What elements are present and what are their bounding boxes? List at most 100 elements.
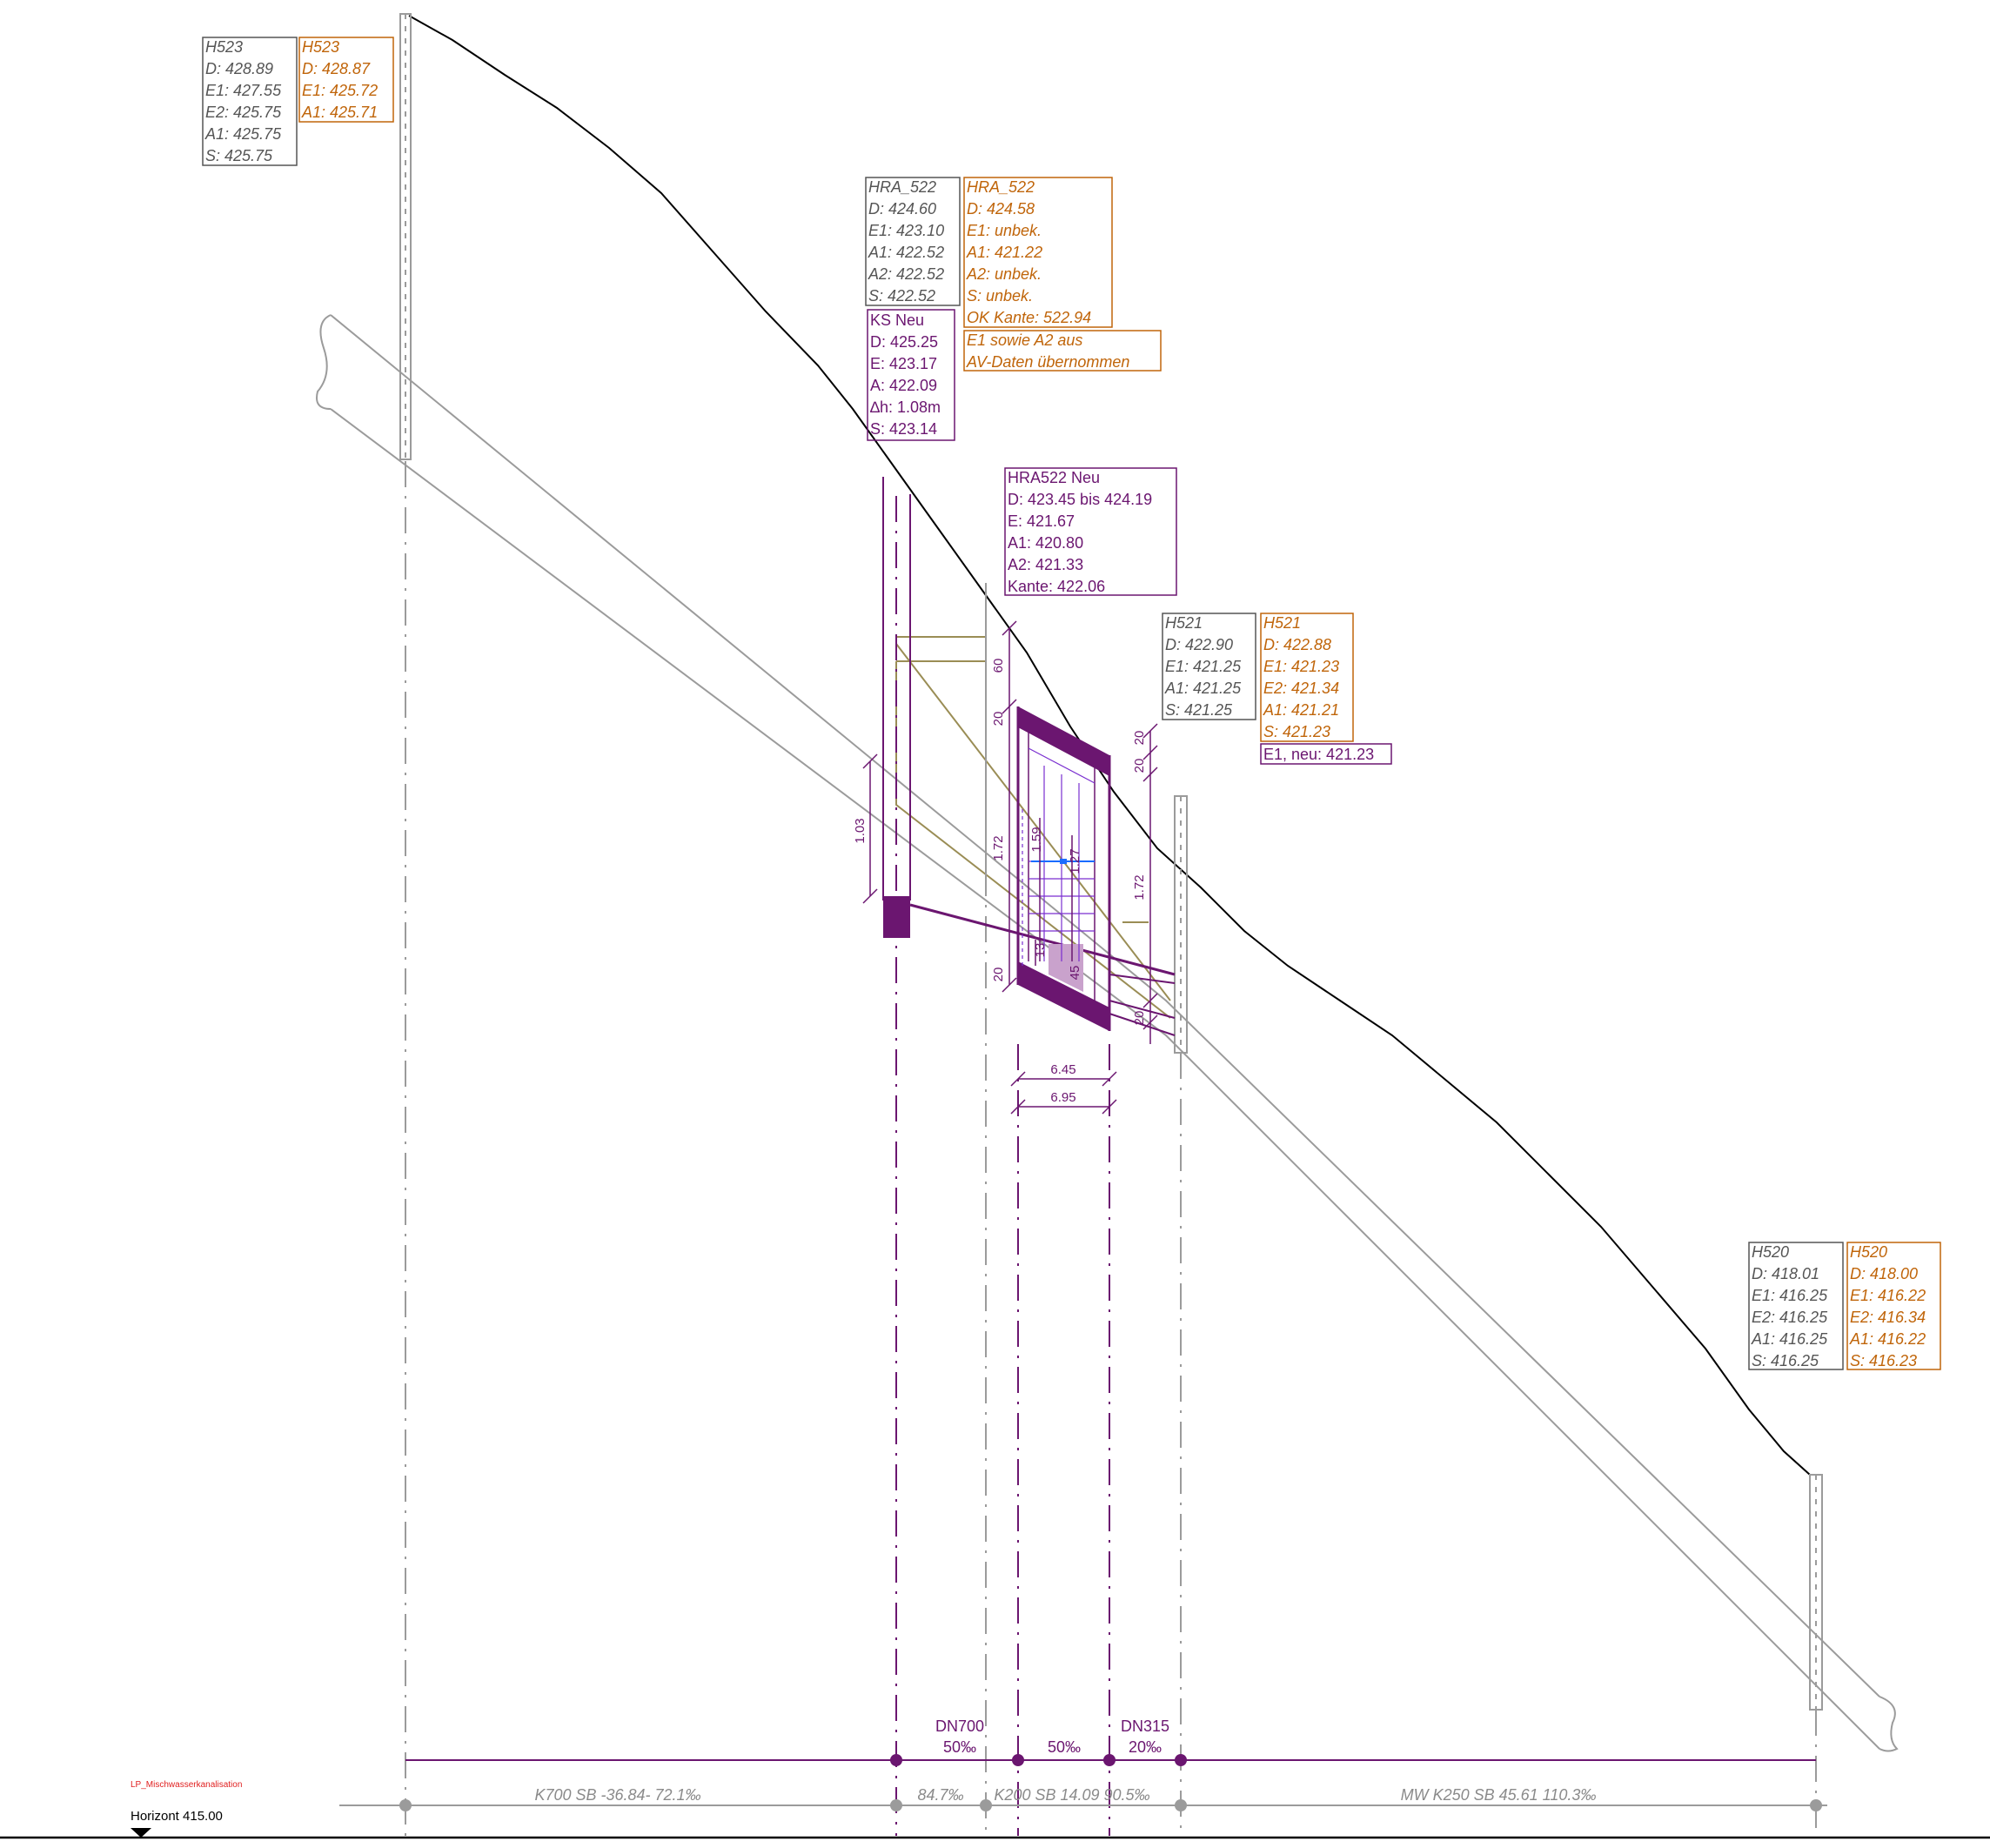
existing-segments-band: K700 SB -36.84- 72.1‰ 84.7‰ K200 SB 14.0…: [339, 1786, 1827, 1811]
label-line: A1: 421.21: [1263, 701, 1339, 719]
label-line: S: 422.52: [868, 287, 935, 305]
pipe-dn700: DN700: [935, 1717, 984, 1735]
existing-pipe: [316, 314, 1899, 1752]
label-h521-old: H521 D: 422.90 E1: 421.25 A1: 421.25 S: …: [1162, 613, 1256, 720]
label-line: D: 428.89: [205, 60, 273, 77]
label-line: E1: 427.55: [205, 82, 282, 99]
label-hra522-new: HRA_522 D: 424.58 E1: unbek. A1: 421.22 …: [963, 177, 1113, 328]
pipe-slope-3: 20‰: [1129, 1738, 1162, 1756]
label-line: Kante: 422.06: [1008, 578, 1105, 595]
label-line: E1: 421.25: [1165, 658, 1242, 675]
label-h523-old: H523 D: 428.89 E1: 427.55 E2: 425.75 A1:…: [202, 37, 298, 166]
label-line: A1: 421.25: [1164, 680, 1242, 697]
dim-6-95: 6.95: [1050, 1090, 1075, 1105]
label-h523-new: H523 D: 428.87 E1: 425.72 A1: 425.71: [298, 37, 394, 123]
label-line: A1: 425.71: [301, 104, 378, 121]
label-line: E1: unbek.: [967, 222, 1042, 239]
label-line: KS Neu: [870, 311, 924, 329]
dim-1-59: 1.59: [1029, 827, 1044, 852]
segment-4: MW K250 SB 45.61 110.3‰: [1401, 1786, 1597, 1804]
label-line: D: 424.60: [868, 200, 936, 218]
label-line: D: 418.00: [1850, 1265, 1918, 1282]
label-line: E1 sowie A2 aus: [967, 331, 1082, 349]
label-line: A2: 422.52: [868, 265, 944, 283]
label-line: S: 416.25: [1752, 1352, 1819, 1369]
label-line: A1: 420.80: [1008, 534, 1083, 552]
label-line: HRA_522: [868, 178, 936, 196]
dim-1-03: 1.03: [853, 818, 868, 843]
dim-1-72-left: 1.72: [991, 835, 1006, 860]
label-hra522-note: E1 sowie A2 aus AV-Daten übernommen: [963, 330, 1162, 372]
horizon-label: Horizont 415.00: [131, 1809, 223, 1824]
label-line: H523: [302, 38, 339, 56]
label-line: E1: 416.25: [1752, 1287, 1828, 1304]
label-line: S: 416.23: [1850, 1352, 1917, 1369]
label-line: A2: unbek.: [966, 265, 1042, 283]
label-line: A: 422.09: [870, 377, 937, 394]
dim-20-top: 20: [991, 712, 1006, 726]
label-line: H520: [1850, 1243, 1887, 1261]
label-line: A1: 422.52: [868, 244, 944, 261]
label-line: H523: [205, 38, 243, 56]
label-line: E: 421.67: [1008, 512, 1075, 530]
label-line: E2: 425.75: [205, 104, 282, 121]
dim-1-72-right: 1.72: [1132, 874, 1147, 900]
label-line: H521: [1263, 614, 1301, 632]
label-line: E1: 423.10: [868, 222, 944, 239]
label-line: D: 425.25: [870, 333, 938, 351]
label-h521-e1-neu: E1, neu: 421.23: [1260, 743, 1392, 765]
dim-20-bottom-left: 20: [991, 968, 1006, 982]
layer-name: LP_Mischwasserkanalisation: [131, 1780, 242, 1790]
label-line: E2: 421.34: [1263, 680, 1339, 697]
label-h520-new: H520 D: 418.00 E1: 416.22 E2: 416.34 A1:…: [1846, 1242, 1941, 1370]
dimension-labels: 1.03 60 20 1.72 1.59 1.27 13 45 20 20 20…: [853, 659, 1147, 1105]
label-line: A1: 416.22: [1849, 1330, 1926, 1348]
label-line: S: 423.14: [870, 420, 937, 438]
label-line: D: 424.58: [967, 200, 1035, 218]
label-line: OK Kante: 522.94: [967, 309, 1091, 326]
label-line: AV-Daten übernommen: [966, 353, 1129, 371]
label-line: E1: 416.22: [1850, 1287, 1926, 1304]
label-line: ∆h: 1.08m: [870, 398, 941, 416]
new-pipe-band: DN700 50‰ 50‰ DN315 20‰: [405, 1717, 1816, 1766]
dim-13: 13: [1033, 943, 1048, 958]
label-line: A2: 421.33: [1008, 556, 1083, 573]
label-line: E1: 425.72: [302, 82, 378, 99]
label-h521-new: H521 D: 422.88 E1: 421.23 E2: 421.34 A1:…: [1260, 613, 1354, 742]
label-line: H520: [1752, 1243, 1789, 1261]
label-h520-old: H520 D: 418.01 E1: 416.25 E2: 416.25 A1:…: [1748, 1242, 1844, 1370]
chamber-hra522-neu: [1016, 706, 1176, 1036]
dim-45: 45: [1068, 966, 1082, 981]
dim-1-27: 1.27: [1068, 848, 1082, 874]
label-line: S: 421.25: [1165, 701, 1233, 719]
shaft-ks-neu: [882, 477, 1176, 976]
label-line: S: unbek.: [967, 287, 1033, 305]
label-line: E: 423.17: [870, 355, 937, 372]
horizon-marker-icon: [131, 1828, 151, 1838]
dim-6-45: 6.45: [1050, 1062, 1075, 1077]
dim-20-right-bottom: 20: [1132, 1011, 1147, 1026]
label-line: S: 421.23: [1263, 723, 1330, 740]
label-ks-neu: KS Neu D: 425.25 E: 423.17 A: 422.09 ∆h:…: [867, 309, 955, 441]
segment-2: 84.7‰: [917, 1786, 963, 1804]
shaft-h520: [1809, 1474, 1823, 1711]
dimension-lines: [862, 620, 1158, 1115]
label-hra522-neu: HRA522 Neu D: 423.45 bis 424.19 E: 421.6…: [1004, 467, 1177, 596]
dim-60: 60: [991, 659, 1006, 673]
segment-1: K700 SB -36.84- 72.1‰: [534, 1786, 700, 1804]
label-line: D: 422.90: [1165, 636, 1233, 653]
segment-3: K200 SB 14.09 90.5‰: [994, 1786, 1149, 1804]
label-line: A1: 421.22: [966, 244, 1042, 261]
label-line: A1: 416.25: [1751, 1330, 1828, 1348]
terrain-line: [408, 15, 1811, 1476]
label-line: HRA522 Neu: [1008, 469, 1100, 486]
shaft-h523: [399, 13, 412, 460]
label-line: S: 425.75: [205, 147, 273, 164]
pipe-slope-2: 50‰: [1048, 1738, 1081, 1756]
label-line: HRA_522: [967, 178, 1035, 196]
label-line: D: 423.45 bis 424.19: [1008, 491, 1152, 508]
label-line: E2: 416.34: [1850, 1309, 1926, 1326]
label-line: A1: 425.75: [204, 125, 282, 143]
dim-20-right-top: 20: [1132, 731, 1147, 746]
